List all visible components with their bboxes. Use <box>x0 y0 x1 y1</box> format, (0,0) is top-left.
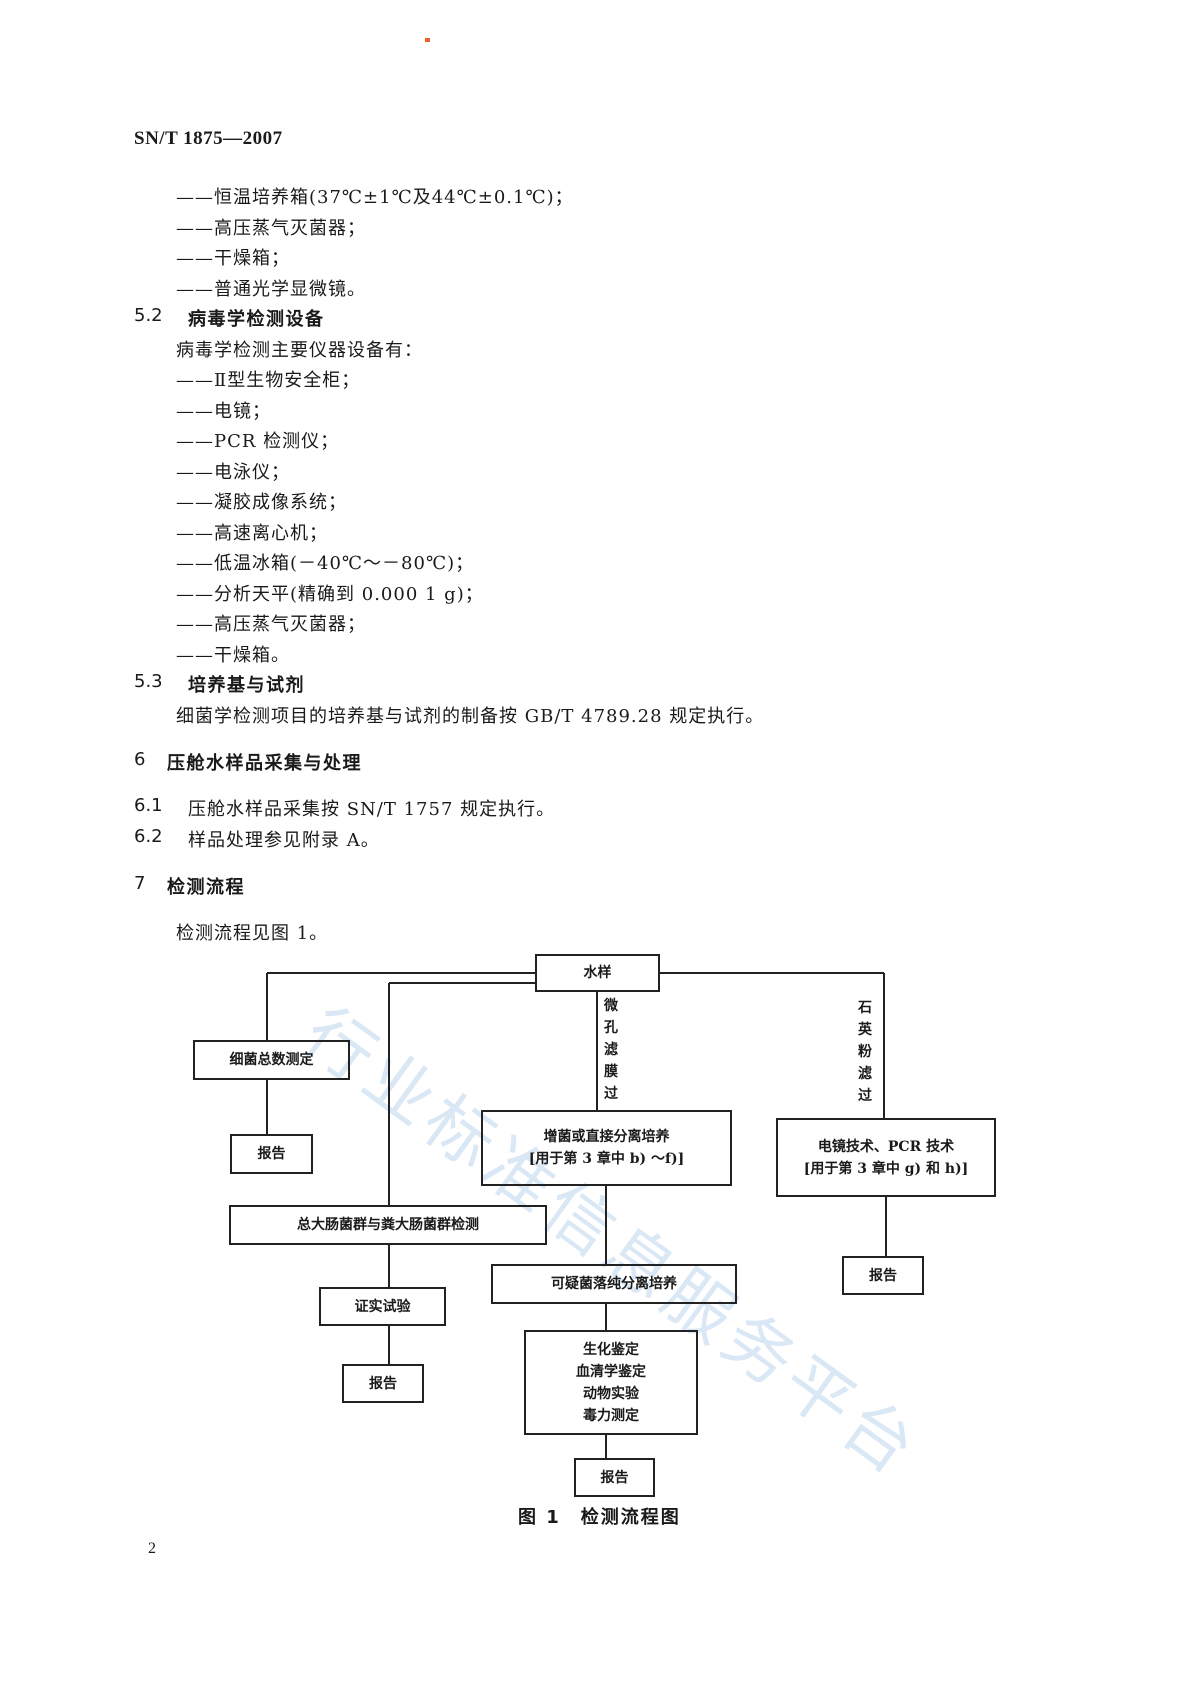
test-item: 动物实验 <box>583 1385 639 1402</box>
section-number: 6.2 <box>134 826 163 847</box>
list-item: ——恒温培养箱(37℃±1℃及44℃±0.1℃)； <box>176 187 574 208</box>
list-item: ——干燥箱； <box>176 248 290 269</box>
section-number: 7 <box>134 873 146 894</box>
list-item: ——电泳仪； <box>176 462 290 483</box>
micro-filter-label: 微孔滤膜过 <box>604 998 618 1102</box>
report-box: 报告 <box>574 1458 655 1497</box>
report-box: 报告 <box>842 1256 924 1295</box>
enrich-culture-label: 增菌或直接分离培养 <box>543 1129 670 1145</box>
page-number: 2 <box>148 1540 156 1557</box>
section-number: 5.2 <box>134 305 163 326</box>
confirm-test-box: 证实试验 <box>319 1287 446 1326</box>
water-sample-box: 水样 <box>535 954 660 992</box>
test-item: 毒力测定 <box>583 1407 639 1424</box>
list-item: ——普通光学显微镜。 <box>176 279 366 300</box>
paragraph: 检测流程见图 1。 <box>176 923 329 944</box>
list-item: ——低温冰箱(－40℃～－80℃)； <box>176 553 475 574</box>
report-box: 报告 <box>230 1134 313 1174</box>
em-pcr-box: 电镜技术、PCR 技术 [用于第 3 章中 g) 和 h)] <box>776 1118 996 1197</box>
list-item: ——凝胶成像系统； <box>176 492 347 513</box>
list-item: ——Ⅱ型生物安全柜； <box>176 370 361 391</box>
section-title: 压舱水样品采集与处理 <box>167 753 362 774</box>
test-item: 血清学鉴定 <box>576 1363 646 1380</box>
enrich-culture-note: [用于第 3 章中 b) ～f)] <box>528 1151 685 1167</box>
list-item: ——高压蒸气灭菌器； <box>176 218 366 239</box>
em-pcr-note: [用于第 3 章中 g) 和 h)] <box>803 1160 969 1177</box>
quartz-filter-label: 石英粉滤过 <box>858 1000 872 1104</box>
enrich-culture-box: 增菌或直接分离培养 [用于第 3 章中 b) ～f)] <box>481 1110 732 1186</box>
coliform-box: 总大肠菌群与粪大肠菌群检测 <box>229 1205 547 1245</box>
section-title: 检测流程 <box>167 877 245 898</box>
tests-box: 生化鉴定 血清学鉴定 动物实验 毒力测定 <box>524 1330 698 1435</box>
em-pcr-label: 电镜技术、PCR 技术 <box>817 1138 955 1155</box>
list-item: ——电镜； <box>176 401 271 422</box>
list-item: ——分析天平(精确到 0.000 1 g)； <box>176 584 484 605</box>
section-number: 6 <box>134 749 146 770</box>
list-item: ——PCR 检测仪； <box>176 431 340 452</box>
section-title: 病毒学检测设备 <box>188 309 325 330</box>
list-item: ——高压蒸气灭菌器； <box>176 614 366 635</box>
test-item: 生化鉴定 <box>583 1341 639 1358</box>
list-item: ——干燥箱。 <box>176 645 290 666</box>
paragraph: 病毒学检测主要仪器设备有： <box>176 340 423 361</box>
suspect-colony-box: 可疑菌落纯分离培养 <box>491 1264 737 1304</box>
section-number: 6.1 <box>134 795 163 816</box>
doc-code: SN/T 1875—2007 <box>134 128 283 149</box>
decorative-mark <box>425 38 430 42</box>
paragraph: 压舱水样品采集按 SN/T 1757 规定执行。 <box>188 799 556 820</box>
figure-caption: 图 1 检测流程图 <box>518 1507 681 1528</box>
section-title: 培养基与试剂 <box>188 675 305 696</box>
section-number: 5.3 <box>134 671 163 692</box>
list-item: ——高速离心机； <box>176 523 328 544</box>
report-box: 报告 <box>342 1364 424 1403</box>
paragraph: 样品处理参见附录 A。 <box>188 830 380 851</box>
total-count-box: 细菌总数测定 <box>193 1040 350 1080</box>
paragraph: 细菌学检测项目的培养基与试剂的制备按 GB/T 4789.28 规定执行。 <box>176 706 765 727</box>
